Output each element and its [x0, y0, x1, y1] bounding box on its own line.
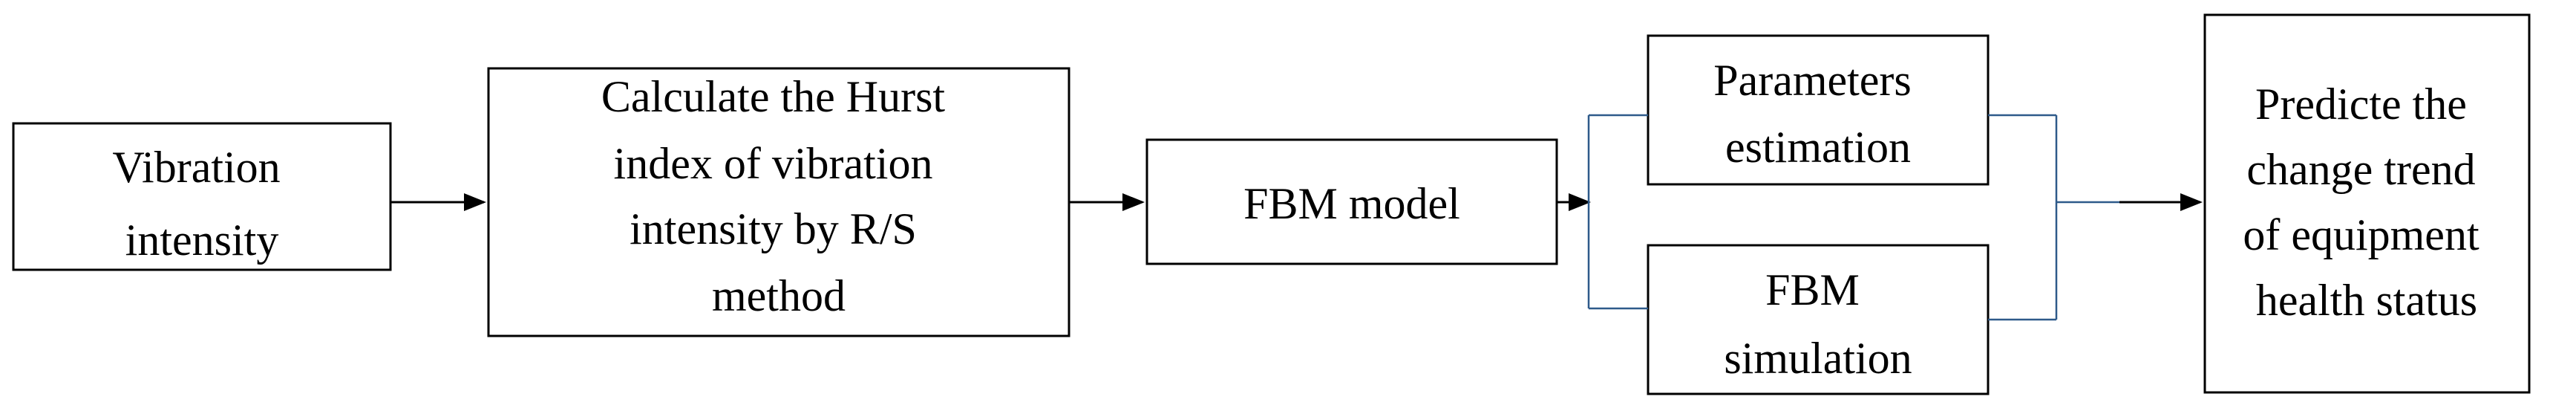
node-box	[1145, 138, 1558, 265]
node-vibration-intensity: Vibration intensity	[12, 122, 392, 271]
node-label-line: FBM	[1765, 265, 1860, 314]
node-label-line: index of vibration	[614, 139, 933, 188]
node-parameters-estimation: Parameters estimation	[1647, 34, 1990, 186]
node-label-line: method	[712, 271, 846, 320]
node-label: Vibration intensity	[112, 143, 291, 265]
node-label-line: health status	[2256, 276, 2477, 325]
branch-connector-left	[1587, 114, 1648, 310]
node-label-line: intensity by R/S	[630, 204, 917, 253]
node-label-line: Predicte the	[2255, 80, 2467, 129]
node-label-line: estimation	[1725, 123, 1911, 172]
node-prediction: Predicte the change trend of equipment h…	[2203, 13, 2531, 394]
node-label-line: simulation	[1724, 334, 1912, 383]
node-label: Parameters estimation	[1713, 56, 1923, 172]
node-fbm-model: FBM model	[1145, 138, 1558, 265]
node-fbm-simulation: FBM simulation	[1647, 244, 1990, 395]
node-label: Calculate the Hurst index of vibration i…	[601, 72, 956, 320]
node-label: FBM simulation	[1724, 265, 1912, 383]
node-label-line: of equipment	[2243, 210, 2479, 259]
node-label: Predicte the change trend of equipment h…	[2243, 80, 2490, 325]
node-label-line: change trend	[2246, 145, 2475, 194]
node-box	[2203, 13, 2531, 394]
node-label-line: FBM model	[1243, 179, 1460, 228]
node-box	[12, 122, 392, 271]
node-label-line: intensity	[125, 216, 279, 265]
node-label-line: Parameters	[1713, 56, 1912, 105]
node-hurst-calculation: Calculate the Hurst index of vibration i…	[487, 67, 1070, 337]
node-label-line: Vibration	[112, 143, 280, 192]
node-label: FBM model	[1243, 179, 1460, 228]
node-box	[1647, 34, 1990, 186]
branch-connector-right	[1988, 114, 2119, 321]
node-label-line: Calculate the Hurst	[601, 72, 946, 121]
